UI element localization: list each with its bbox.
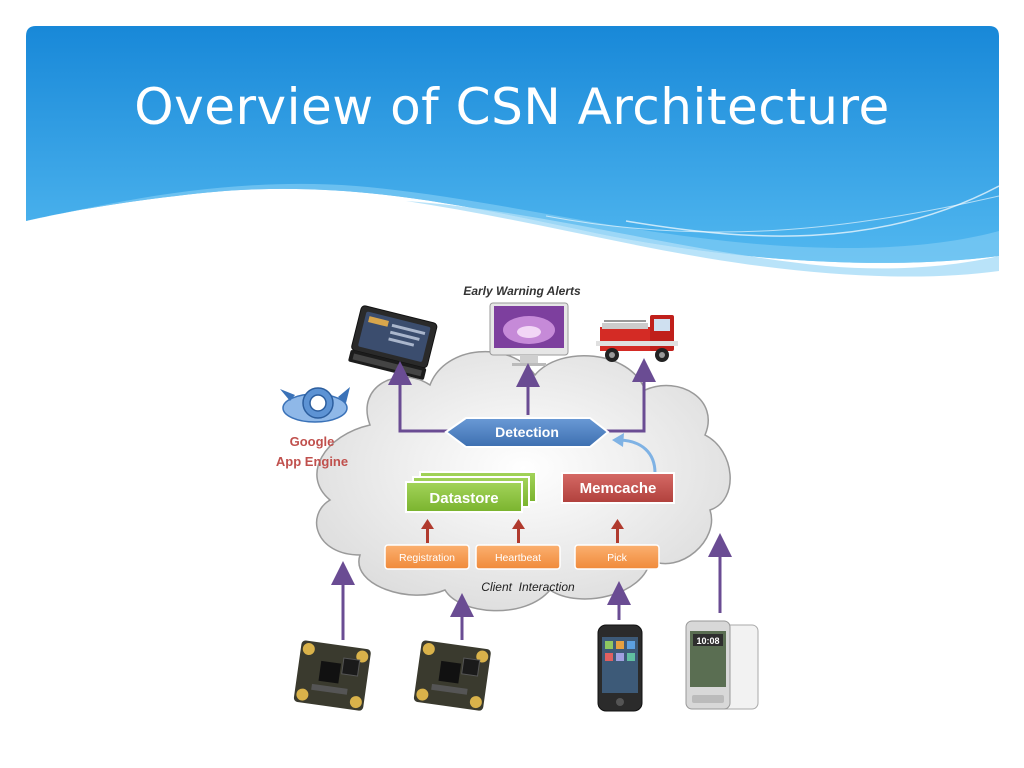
sensor-board-icon-2 [413,640,491,711]
slide-title: Overview of CSN Architecture [134,78,890,136]
request-arrows [421,519,624,543]
detection-node [444,417,610,448]
platform-label-line2: App Engine [276,454,348,469]
client-upload-arrows [331,533,732,640]
registration-node [384,544,470,570]
client-interaction-label: Client Interaction [481,580,575,594]
pick-node [574,544,660,570]
header-banner [26,26,999,277]
android-phone-icon [597,624,643,712]
alert-arrows [388,358,656,433]
google-app-engine-icon [280,387,350,423]
datastore-label: Datastore [429,490,498,507]
tablet-phone-icon [348,305,438,380]
memcache-label: Memcache [580,480,657,497]
htc-phone-icon [685,620,759,710]
memcache-to-detection-arrow [619,438,657,474]
platform-label-line1: Google [290,434,335,449]
registration-label: Registration [399,552,455,564]
desktop-monitor-icon [489,302,569,366]
memcache-node [561,472,675,504]
datastore-node [405,471,537,513]
sensor-board-icon [293,640,371,711]
heartbeat-label: Heartbeat [495,552,541,564]
pick-label: Pick [607,552,628,564]
detection-label: Detection [495,424,559,440]
heartbeat-node [475,544,561,570]
fire-truck-icon [596,315,678,362]
architecture-diagram: Google App Engine Early Warning Alerts [276,284,759,712]
early-warning-label: Early Warning Alerts [463,284,581,298]
phone-clock: 10:08 [696,636,719,646]
